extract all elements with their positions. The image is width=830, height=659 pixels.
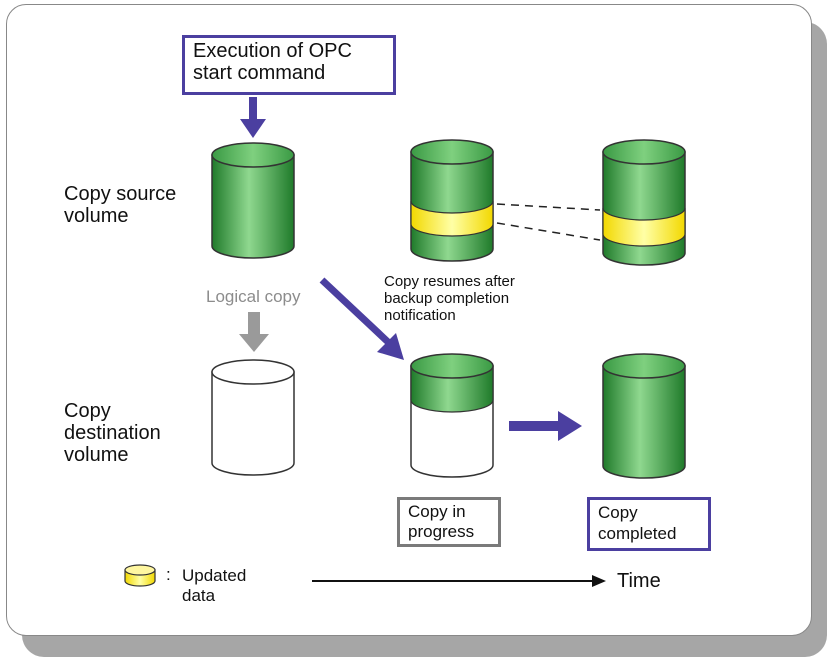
- opc-start-command-box: Execution of OPC start command: [182, 35, 396, 95]
- copy-in-progress-cylinder: [410, 353, 494, 478]
- logical-copy-arrow: [239, 312, 269, 352]
- legend-colon: :: [166, 565, 171, 584]
- dashed-connector-bottom: [496, 222, 601, 241]
- source-volume-updated-cylinder-middle: [410, 139, 494, 262]
- copy-resumes-note: Copy resumes after backup completion not…: [384, 273, 515, 324]
- source-volume-cylinder: [211, 142, 295, 259]
- diagonal-copy-arrow: [319, 277, 404, 360]
- destination-volume-cylinder: [211, 359, 295, 476]
- command-down-arrow: [240, 97, 266, 138]
- time-axis-arrow: [312, 575, 606, 587]
- logical-copy-label: Logical copy: [206, 287, 301, 306]
- copy-in-progress-status: Copy in progress: [397, 497, 501, 547]
- progress-to-completed-arrow: [509, 411, 582, 441]
- copy-destination-volume-label: Copy destination volume: [64, 400, 161, 466]
- updated-data-legend-label: Updated data: [182, 566, 247, 605]
- dashed-connector-top: [496, 203, 601, 211]
- time-label: Time: [617, 570, 661, 592]
- source-volume-updated-cylinder-right: [602, 139, 686, 266]
- updated-data-legend-icon: [124, 564, 156, 587]
- copy-source-volume-label: Copy source volume: [64, 183, 177, 227]
- copy-completed-cylinder: [602, 353, 686, 479]
- copy-completed-status: Copy completed: [587, 497, 711, 551]
